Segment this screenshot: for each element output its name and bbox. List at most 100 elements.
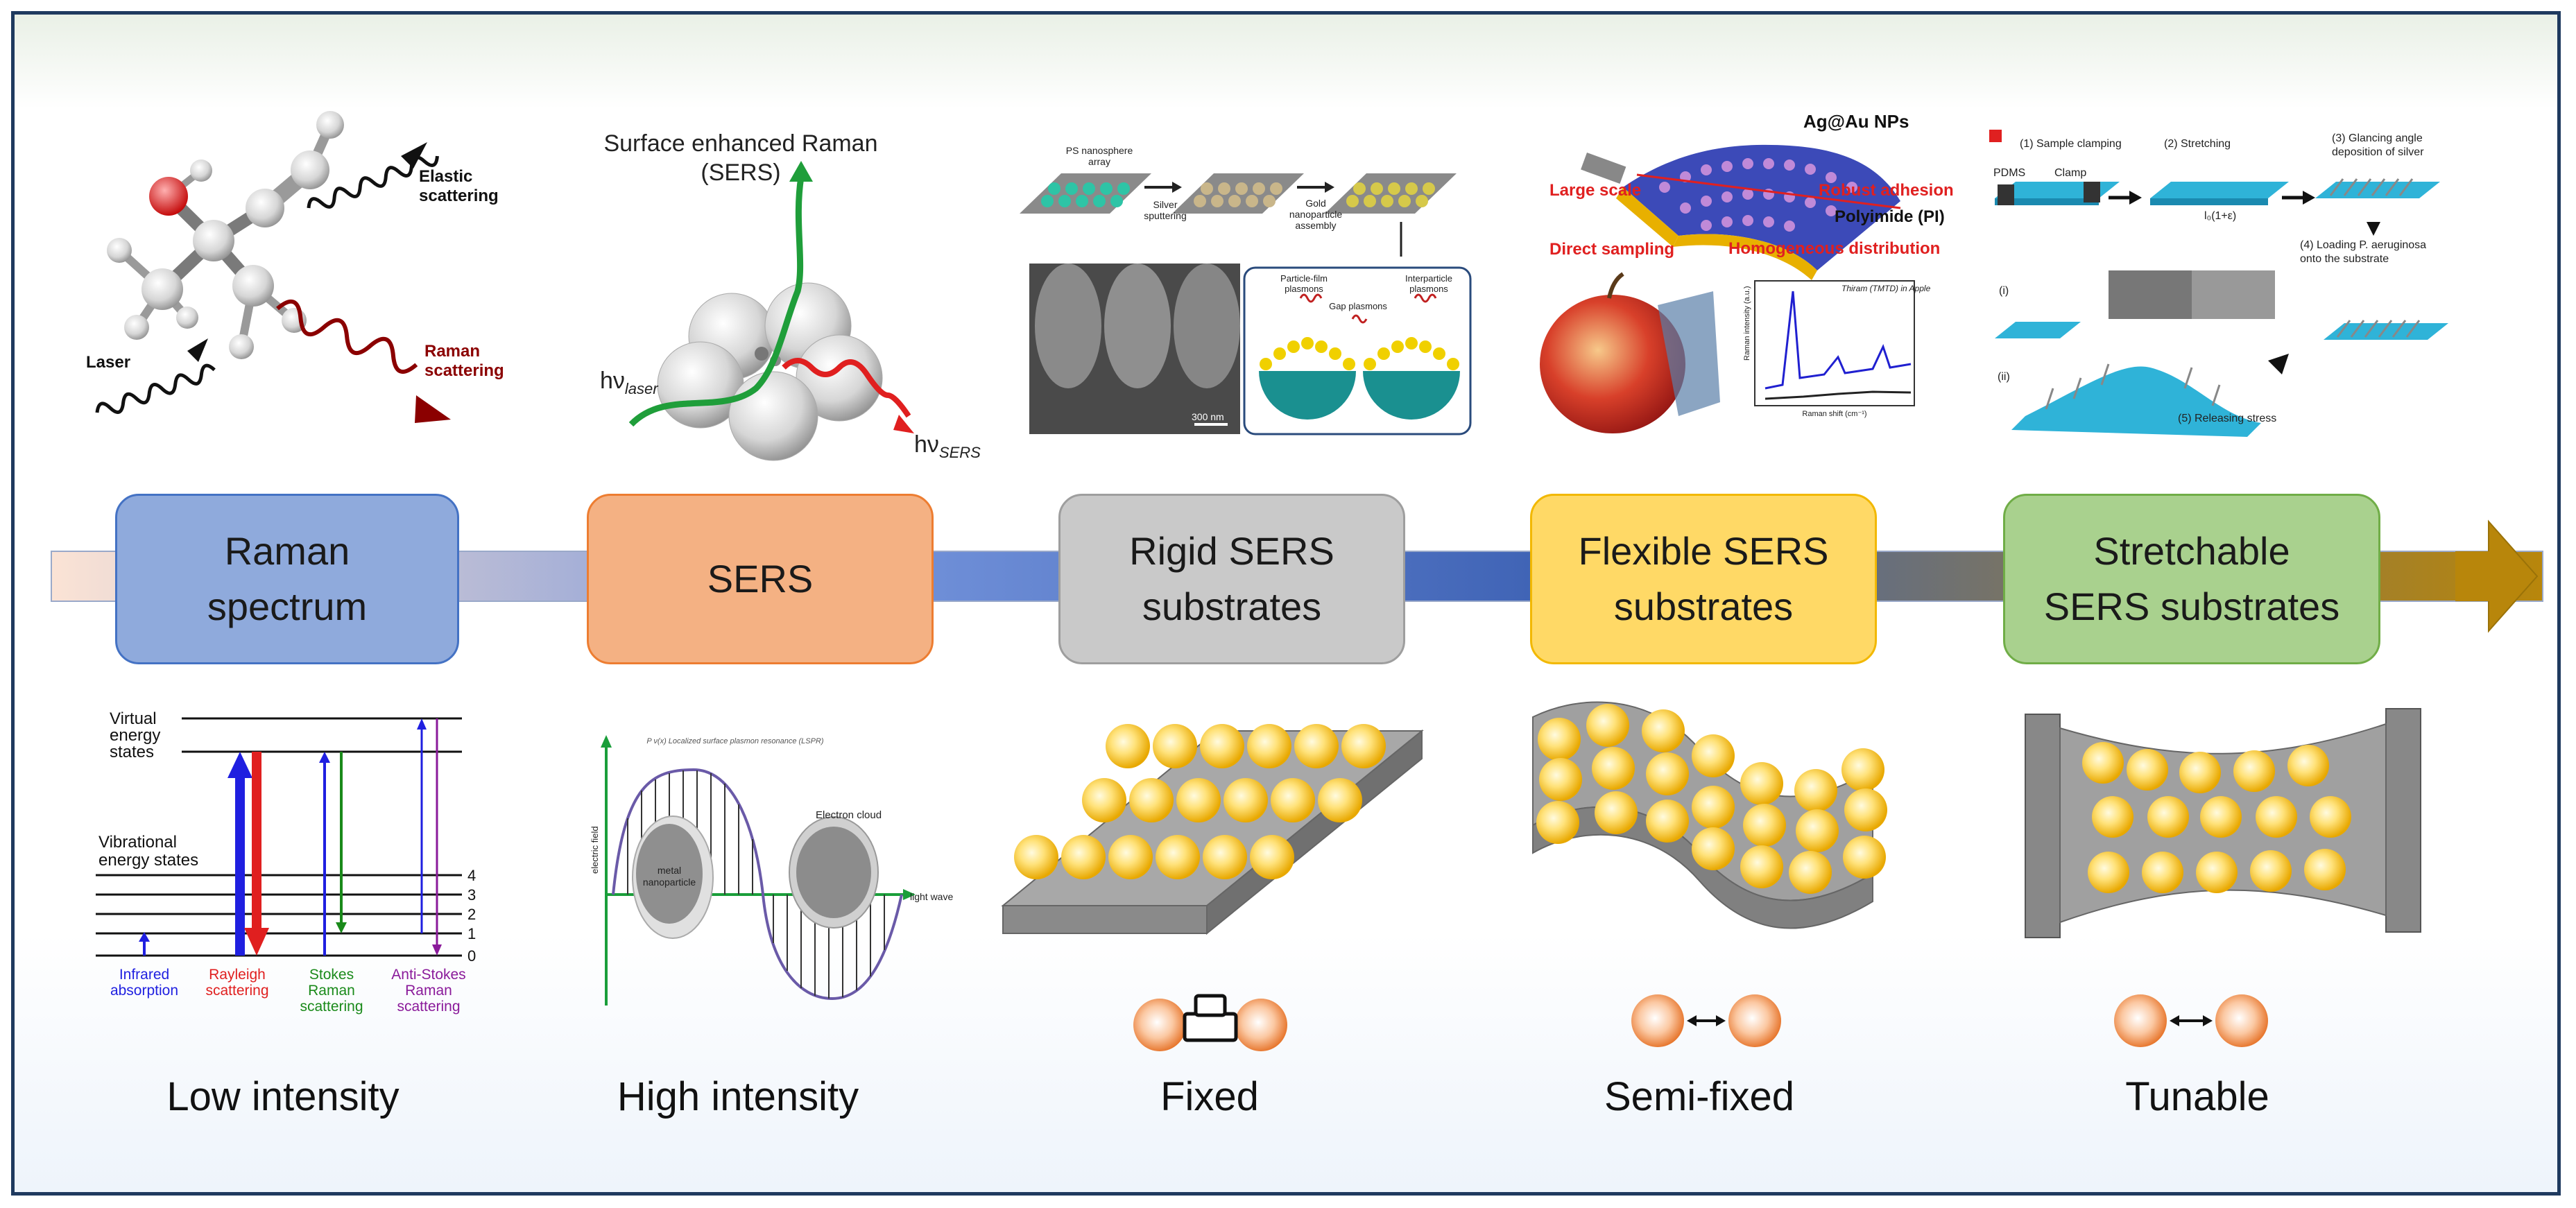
- clamp-label: Clamp: [2054, 167, 2086, 179]
- nanoparticle: [1153, 724, 1197, 768]
- nanoparticle: [1318, 778, 1362, 822]
- stretchable-substrate: [2025, 708, 2421, 938]
- cloud-label: Electron cloud: [816, 809, 882, 821]
- svg-text:2: 2: [467, 906, 476, 923]
- spectrum-yaxis: Raman intensity (a.u.): [1743, 286, 1751, 361]
- raman-spectrum-plot: [1754, 280, 1915, 406]
- stage-flexible: Flexible SERS substrates: [1530, 494, 1877, 664]
- nanoparticle: [1176, 778, 1221, 822]
- stage-raman-spectrum: Raman spectrum: [115, 494, 459, 664]
- gap-label: Gap plasmons: [1329, 301, 1387, 311]
- svg-text:3: 3: [467, 886, 476, 904]
- stage-label: Rigid SERS substrates: [1129, 529, 1334, 628]
- spectrum-xaxis: Raman shift (cm⁻¹): [1802, 410, 1866, 418]
- nanoparticle: [2179, 752, 2221, 793]
- fabrication-steps: [1020, 173, 1457, 257]
- hv-laser-label: hνlaser: [600, 368, 659, 397]
- nanoparticle: [2127, 749, 2168, 791]
- nanoparticle: [1223, 778, 1268, 822]
- nanoparticle: [1692, 786, 1735, 829]
- roman-ii-label: (ii): [1998, 371, 2010, 383]
- nanoparticle: [1061, 835, 1106, 879]
- efield-label: electric field: [590, 826, 600, 874]
- raman-wave: [276, 299, 451, 423]
- lightwave-label: light wave: [910, 891, 953, 902]
- thiram-label: Thiram (TMTD) in Apple: [1841, 284, 1931, 293]
- sem-image: [1029, 264, 1240, 434]
- nanoparticle: [1740, 762, 1783, 805]
- nanoparticle: [1014, 835, 1058, 879]
- caption-low-intensity: Low intensity: [166, 1074, 400, 1119]
- nanoparticle: [1294, 724, 1339, 768]
- nanoparticle: [1595, 791, 1638, 834]
- semi-fixed-pair-icon: [1631, 994, 1781, 1047]
- nanoparticle: [2142, 852, 2183, 893]
- nanoparticle: [2147, 796, 2189, 838]
- nanoparticle: [1108, 835, 1153, 879]
- roman-i-label: (i): [1999, 285, 2009, 297]
- nanoparticle: [1592, 747, 1635, 790]
- hv-sers-label: hνSERS: [914, 431, 981, 461]
- stage-rigid: Rigid SERS substrates: [1058, 494, 1405, 664]
- step1-label: (1) Sample clamping: [2020, 138, 2122, 150]
- direct-label: Direct sampling: [1549, 240, 1674, 259]
- svg-text:0: 0: [467, 947, 476, 965]
- nanoparticle: [1841, 748, 1884, 791]
- level-numbers: 4 3 2 1 0: [467, 867, 476, 965]
- nanoparticle: [1692, 827, 1735, 870]
- nanoparticle: [2082, 742, 2124, 784]
- laser-label: Laser: [86, 353, 130, 372]
- sers-title: Surface enhanced Raman(SERS): [603, 130, 877, 186]
- nanoparticle: [1642, 709, 1685, 752]
- sers-beam: [782, 358, 911, 418]
- nanoparticle: [1796, 809, 1839, 852]
- svg-text:1: 1: [467, 925, 476, 942]
- fixed-pair-icon: [1133, 994, 1287, 1051]
- nanoparticle: [1646, 752, 1689, 795]
- nanoparticle: [1538, 718, 1581, 761]
- nanoparticle: [1106, 724, 1150, 768]
- svg-text:4: 4: [467, 867, 476, 884]
- nanoparticle: [1743, 804, 1786, 847]
- homog-label: Homogeneous distribution: [1728, 239, 1940, 258]
- nanoparticle: [1341, 724, 1386, 768]
- elastic-wave: [307, 142, 439, 209]
- nanoparticle: [2310, 796, 2351, 838]
- nanoparticle: [1586, 704, 1629, 747]
- step5-label: (5) Releasing stress: [2178, 413, 2276, 424]
- stretch-steps: [1989, 130, 2448, 437]
- caption-high-intensity: High intensity: [617, 1074, 859, 1119]
- caption-fixed: Fixed: [1160, 1074, 1259, 1119]
- plasmon-diagram: [1243, 266, 1472, 435]
- nanoparticle: [1539, 758, 1582, 801]
- nanoparticle: [1692, 734, 1735, 777]
- nanoparticle: [1250, 835, 1294, 879]
- nanoparticle: [2256, 796, 2297, 838]
- nanoparticle: [2088, 852, 2129, 893]
- nanoparticle: [1203, 835, 1247, 879]
- nanoparticle: [1646, 800, 1689, 843]
- tunable-pair-icon: [2114, 994, 2268, 1047]
- rigid-substrate: [1001, 724, 1424, 935]
- flexible-film: [1581, 144, 1901, 280]
- stage-label: Flexible SERS substrates: [1578, 529, 1829, 628]
- nanoparticle: [1794, 769, 1837, 812]
- nanoparticle: [1844, 788, 1887, 831]
- nanoparticle: [2304, 849, 2346, 890]
- apple-image: [1540, 272, 1720, 433]
- caption-semi-fixed: Semi-fixed: [1604, 1074, 1794, 1119]
- nanoparticle: [1200, 724, 1244, 768]
- caption-tunable: Tunable: [2125, 1074, 2269, 1119]
- step2-label: (2) Stretching: [2164, 138, 2231, 150]
